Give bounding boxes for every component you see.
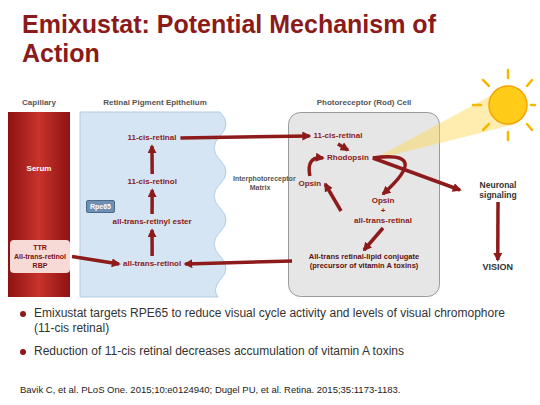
sun [489, 86, 527, 124]
region-heading: Photoreceptor (Rod) Cell [288, 98, 440, 108]
molecule-label: 11-cis-retinal [126, 132, 179, 144]
capillary-band: CapillarySerumTTRAll-trans-retinolRBP [8, 112, 70, 297]
sun-rays [473, 70, 535, 140]
bullet-dot [20, 311, 26, 317]
molecule-label: all-trans-retinol [121, 258, 183, 270]
molecule-label: 11-cis-retinal [312, 130, 365, 142]
citation: Bavik C, et al. PLoS One. 2015;10:e01249… [20, 384, 525, 395]
output-label: Neuronal signaling [462, 180, 534, 200]
bullet-text: Emixustat targets RPE65 to reduce visual… [20, 306, 525, 336]
light-beam [372, 96, 516, 160]
enzyme-box: Rpe65 [86, 200, 115, 213]
node-text: Rhodopsin [325, 152, 371, 164]
molecule-label: all-trans-retinyl ester [111, 216, 194, 228]
node-text: All-trans retinal-lipid conjugate (precu… [294, 252, 434, 270]
protein-label: TTR [11, 243, 69, 252]
bleached-products: Opsin+all-trans-retinal [343, 196, 423, 226]
region-text: Serum [8, 164, 70, 173]
node-text: 11-cis-retinal [126, 132, 179, 144]
molecule-label: Opsin [297, 178, 324, 190]
rpe-region: Retinal Pigment Epithelium11-cis-retinal… [80, 112, 230, 297]
node-text: 11-cis-retinol [126, 176, 179, 188]
molecule-label: all-trans-retinal [343, 216, 423, 226]
node-text: all-trans-retinol [121, 258, 183, 270]
region-label-row: Interphotoreceptor Matrix [233, 174, 287, 192]
output-label: VISION [483, 262, 514, 272]
node-text: Opsin [297, 178, 324, 190]
node-text: Neuronal signaling [462, 180, 534, 200]
region-heading: Capillary [8, 98, 70, 108]
node-text: VISION [483, 262, 514, 272]
molecule-label: 11-cis-retinol [126, 176, 179, 188]
bullet-text: Reduction of 11-cis retinal decreases ac… [20, 344, 525, 359]
molecule-label: All-trans-retinol [11, 252, 69, 261]
citation-row: Bavik C, et al. PLoS One. 2015;10:e01249… [20, 384, 525, 395]
region-heading: Retinal Pigment Epithelium [80, 98, 230, 108]
bullet-text-row: Emixustat targets RPE65 to reduce visual… [20, 306, 525, 336]
molecule-label: Opsin [343, 196, 423, 206]
slide-title: Emixustat: Potential Mechanism of Action [22, 10, 512, 68]
molecule-label: Rhodopsin [325, 152, 371, 164]
bullet-dot [20, 349, 26, 355]
plus-sign: + [343, 206, 423, 216]
region-label: Interphotoreceptor Matrix [233, 174, 287, 192]
enzyme-label: Rpe65 [87, 201, 114, 212]
node-text: 11-cis-retinal [312, 130, 365, 142]
toxin-precursor: All-trans retinal-lipid conjugate (precu… [294, 252, 434, 270]
node-text: all-trans-retinyl ester [111, 216, 194, 228]
cycle-arrow [496, 202, 500, 260]
bullet-text-row: Reduction of 11-cis retinal decreases ac… [20, 344, 525, 359]
carrier-complex: TTRAll-trans-retinolRBP [10, 240, 70, 273]
rod-cell: Photoreceptor (Rod) Cell11-cis-retinalRh… [288, 112, 440, 297]
protein-label: RBP [11, 261, 69, 270]
